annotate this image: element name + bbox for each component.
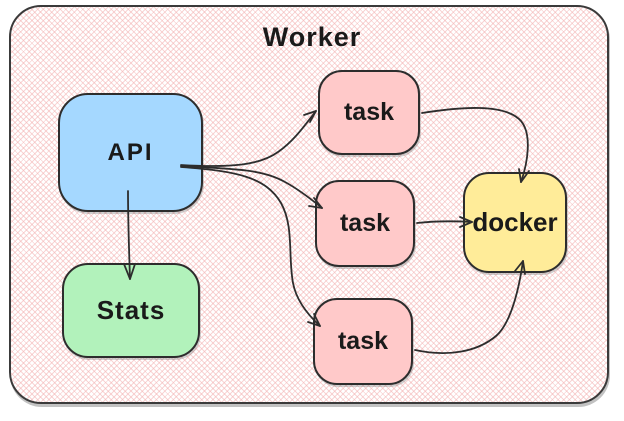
node-docker-label: docker [472, 207, 558, 237]
node-task-top-label: task [343, 98, 395, 126]
node-task-bottom-label: task [337, 327, 389, 355]
node-stats: Stats [62, 263, 200, 358]
node-api: API [58, 93, 203, 212]
node-task-middle: task [315, 180, 415, 267]
worker-group-title: Worker [262, 22, 362, 52]
node-task-bottom: task [313, 298, 413, 385]
node-task-top: task [318, 70, 420, 155]
node-docker: docker [463, 172, 567, 273]
node-api-label: API [107, 138, 154, 166]
node-stats-label: Stats [96, 295, 166, 325]
node-task-middle-label: task [339, 209, 391, 237]
